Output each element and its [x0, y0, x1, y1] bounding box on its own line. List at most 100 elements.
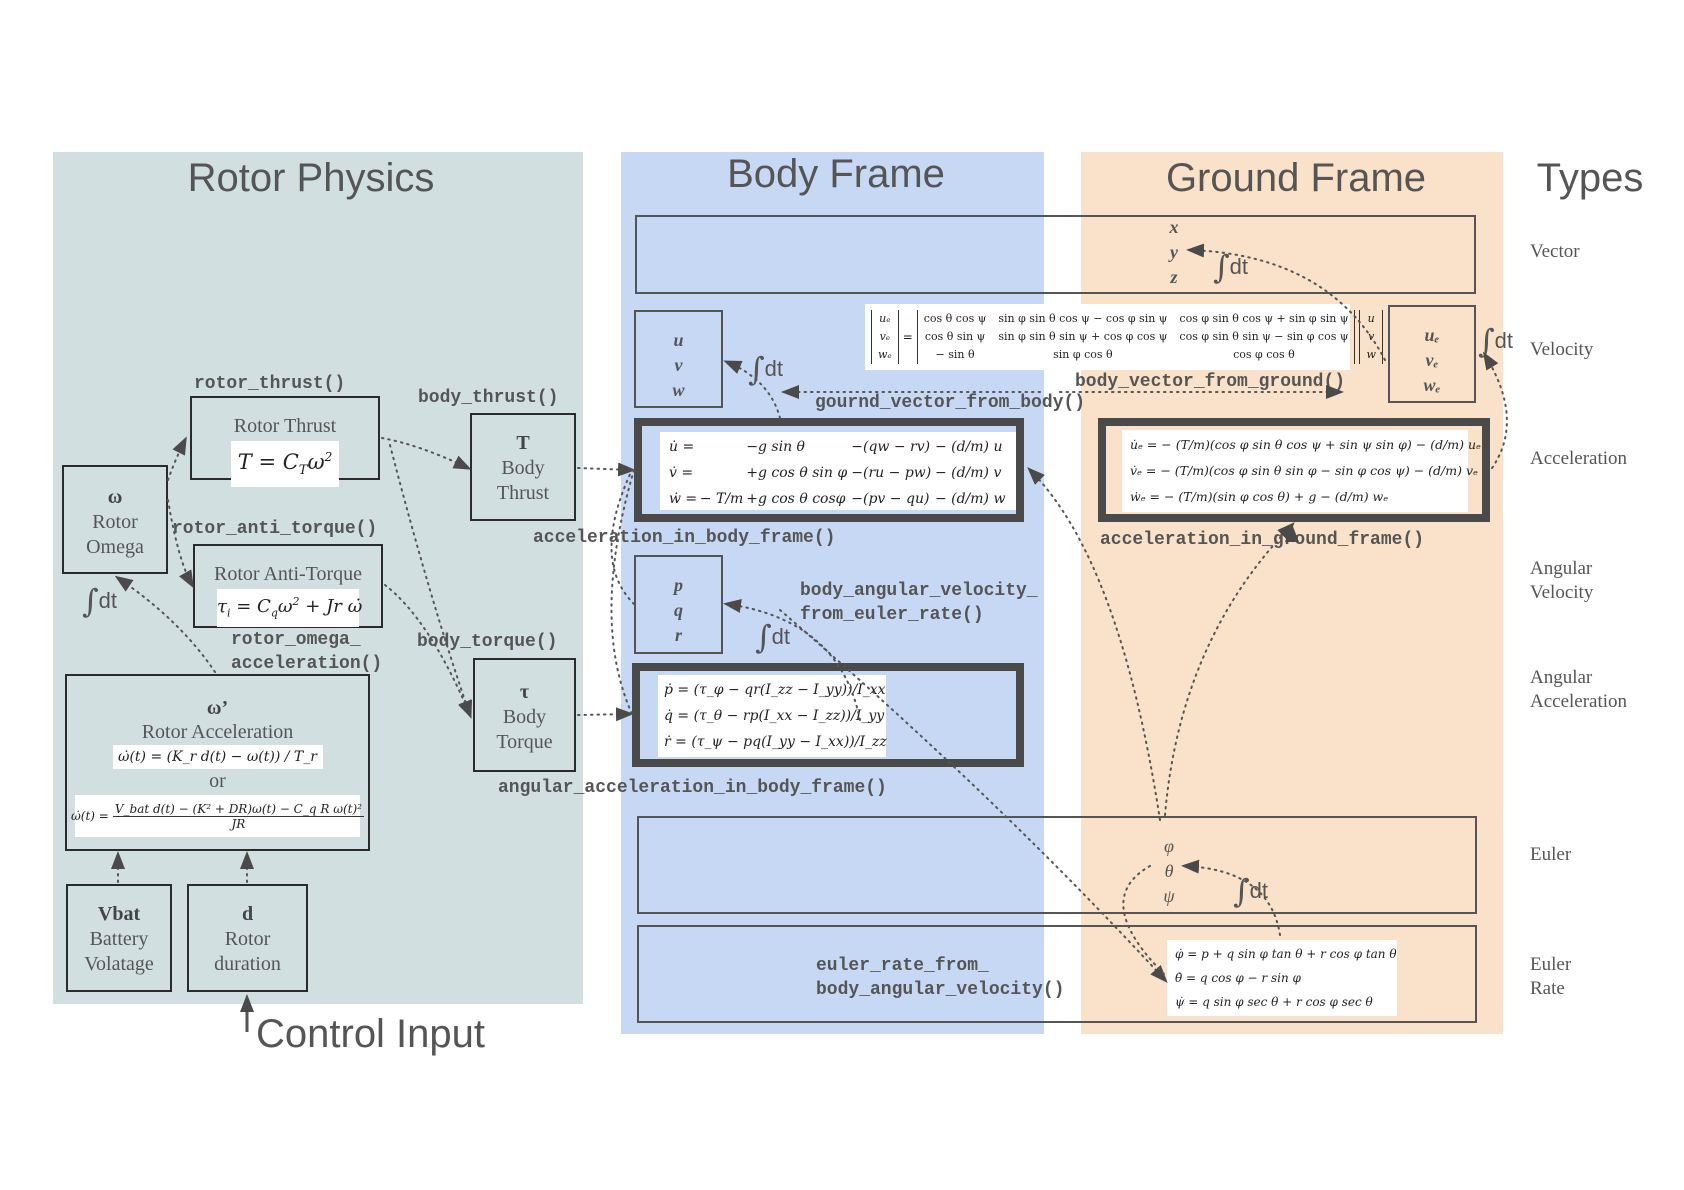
integral-icon: ∫ — [1478, 322, 1495, 360]
body-torque-function: body_torque() — [417, 632, 558, 652]
rotor-anti-torque-title: Rotor Anti-Torque — [213, 563, 363, 585]
velocity-var-u: u — [673, 330, 684, 350]
body-thrust-line1: Body — [501, 457, 545, 479]
ground-velocity-var-v: vₑ — [1425, 350, 1439, 370]
ground-position-vars: x y z — [1160, 215, 1188, 290]
ground-acceleration-box: u̇ₑ = − (T/m)(cos φ sin θ cos ψ + sin ψ … — [1098, 418, 1490, 522]
rotor-omega-acceleration-function: rotor_omega_ acceleration() — [231, 630, 383, 674]
type-acceleration: Acceleration — [1530, 448, 1628, 469]
integral-icon: ∫ — [1213, 248, 1230, 286]
angular-var-p: p — [674, 575, 683, 595]
integral-dt-body-velocity: ∫dt — [748, 350, 784, 388]
integral-icon: ∫ — [755, 618, 772, 656]
euler-rate-eq-phi: φ̇ = p + q sin φ tan θ + r cos φ tan θ — [1175, 947, 1397, 961]
rotor-acceleration-symbol: ω’ — [206, 697, 229, 719]
body-accel-eq-w: ẇ =− T/m+g cos θ cosφ−(pv − qu)− (d/m) w — [669, 491, 1006, 507]
type-euler: Euler — [1530, 844, 1572, 865]
integral-dt-ground-velocity: ∫dt — [1478, 322, 1514, 360]
vbat-line1: Battery — [89, 928, 149, 950]
body-accel-eq-u: u̇ =−g sin θ−(qw − rv)− (d/m) u — [669, 439, 1003, 455]
body-frame-title: Body Frame — [727, 152, 945, 196]
vbat-line2: Volatage — [84, 953, 154, 975]
body-thrust-function: body_thrust() — [418, 388, 559, 408]
gournd-vector-from-body-function: gournd_vector_from_body() — [815, 393, 1086, 413]
rotor-anti-torque-function: rotor_anti_torque() — [172, 519, 378, 539]
position-var-z: z — [1170, 267, 1178, 287]
rotor-acceleration-title: Rotor Acceleration — [141, 721, 294, 743]
rotor-thrust-equation: T = CTω2 — [231, 441, 339, 488]
euler-row — [637, 816, 1477, 914]
velocity-var-w: w — [672, 380, 685, 400]
euler-rate-from-body-angular-velocity-function: euler_rate_from_ body_angular_velocity() — [816, 956, 1065, 1000]
rotor-anti-torque-equation: τi = Cqω2 + Jr ω̇ — [217, 589, 362, 627]
body-vector-from-ground-function: body_vector_from_ground() — [1075, 372, 1346, 392]
angular-var-q: q — [674, 600, 683, 620]
integral-icon: ∫ — [748, 350, 765, 388]
body-torque-line2: Torque — [496, 731, 553, 753]
rotor-acceleration-equation-2: ω̇(t) = V_bat d(t) − (K² + DR)ω(t) − C_q… — [71, 795, 364, 837]
body-torque-box: τ Body Torque — [473, 658, 576, 772]
body-acceleration-box: u̇ =−g sin θ−(qw − rv)− (d/m) u v̇ =+g c… — [634, 418, 1024, 522]
euler-vars: φ θ ψ — [1155, 834, 1183, 909]
rotor-omega-box: ω Rotor Omega — [62, 465, 168, 574]
rotor-anti-torque-box: Rotor Anti-Torque τi = Cqω2 + Jr ω̇ — [193, 544, 383, 628]
body-torque-line1: Body — [502, 706, 547, 728]
integral-dt-rotor-omega: ∫dt — [82, 582, 118, 620]
body-velocity-box: u v w — [634, 310, 723, 408]
body-angular-acceleration-equations: ṗ = (τ_φ − qr(I_zz − I_yy))/I_xx q̇ = (τ… — [658, 675, 887, 757]
rotor-acceleration-equation-1: ω̇(t) = (K_r d(t) − ω(t)) / T_r — [112, 745, 323, 769]
acceleration-in-ground-frame-function: acceleration_in_ground_frame() — [1100, 530, 1425, 550]
ang-accel-eq-r: ṙ = (τ_ψ − pq(I_yy − I_xx))/I_zz — [664, 734, 887, 750]
rotor-duration-box: d Rotor duration — [187, 884, 308, 992]
ground-velocity-box: uₑ vₑ wₑ — [1388, 305, 1476, 403]
euler-var-theta: θ — [1164, 861, 1174, 881]
rotor-omega-symbol: ω — [107, 486, 123, 508]
position-var-y: y — [1170, 242, 1178, 262]
euler-rate-eq-theta: θ̇ = q cos φ − r sin φ — [1175, 971, 1301, 985]
rotor-duration-symbol: d — [241, 903, 254, 925]
body-accel-eq-v: v̇ =+g cos θ sin φ−(ru − pw)− (d/m) v — [669, 465, 1002, 481]
body-angular-velocity-box: p q r — [634, 555, 723, 654]
rotor-acceleration-or: or — [209, 770, 226, 792]
integral-icon: ∫ — [82, 582, 99, 620]
vbat-box: Vbat Battery Volatage — [66, 884, 172, 992]
body-thrust-box: T Body Thrust — [470, 413, 576, 521]
integral-dt-euler: ∫dt — [1233, 872, 1269, 910]
type-angular-velocity: Angular Velocity — [1530, 558, 1594, 603]
ground-accel-eq-v: v̇ₑ = − (T/m)(cos φ sin θ sin φ − sin φ … — [1130, 463, 1478, 478]
ground-acceleration-equations: u̇ₑ = − (T/m)(cos φ sin θ cos ψ + sin ψ … — [1122, 430, 1481, 512]
ground-velocity-var-w: wₑ — [1423, 375, 1441, 395]
euler-var-psi: ψ — [1163, 886, 1175, 906]
ground-accel-eq-u: u̇ₑ = − (T/m)(cos φ sin θ cos ψ + sin ψ … — [1130, 437, 1481, 452]
types-title: Types — [1536, 156, 1644, 200]
ground-accel-eq-w: ẇₑ = − (T/m)(sin φ cos θ) + g − (d/m) wₑ — [1130, 489, 1389, 504]
euler-rate-eq-psi: ψ̇ = q sin φ sec θ + r cos φ sec θ — [1175, 995, 1373, 1009]
type-euler-rate: Euler Rate — [1530, 954, 1572, 999]
ang-accel-eq-q: q̇ = (τ_θ − rp(I_xx − I_zz))/I_yy — [664, 708, 885, 724]
integral-dt-body-angular: ∫dt — [755, 618, 791, 656]
acceleration-in-body-frame-function: acceleration_in_body_frame() — [533, 528, 836, 548]
ang-accel-eq-p: ṗ = (τ_φ − qr(I_zz − I_yy))/I_xx — [664, 682, 886, 698]
integral-icon: ∫ — [1233, 872, 1250, 910]
rotor-acceleration-box: ω’ Rotor Acceleration ω̇(t) = (K_r d(t) … — [65, 674, 370, 851]
ground-velocity-var-u: uₑ — [1424, 325, 1440, 345]
body-acceleration-equations: u̇ =−g sin θ−(qw − rv)− (d/m) u v̇ =+g c… — [660, 432, 1016, 510]
rotor-duration-line2: duration — [214, 953, 281, 975]
body-thrust-symbol: T — [516, 432, 530, 454]
body-angular-velocity-from-euler-rate-function: body_angular_velocity_ from_euler_rate() — [800, 581, 1038, 625]
body-angular-acceleration-box: ṗ = (τ_φ − qr(I_zz − I_yy))/I_xx q̇ = (τ… — [632, 663, 1024, 767]
type-velocity: Velocity — [1530, 339, 1594, 360]
body-torque-symbol: τ — [519, 681, 530, 703]
position-row — [635, 215, 1476, 294]
rotor-omega-line2: Omega — [86, 536, 144, 558]
ground-frame-title: Ground Frame — [1165, 156, 1427, 200]
body-thrust-line2: Thrust — [496, 482, 550, 504]
rotor-duration-line1: Rotor — [224, 928, 271, 950]
type-vector: Vector — [1530, 241, 1580, 262]
rotor-omega-line1: Rotor — [92, 511, 138, 533]
integral-dt-position: ∫dt — [1213, 248, 1249, 286]
rotor-thrust-box: Rotor Thrust T = CTω2 — [190, 396, 380, 488]
angular-var-r: r — [674, 625, 682, 645]
